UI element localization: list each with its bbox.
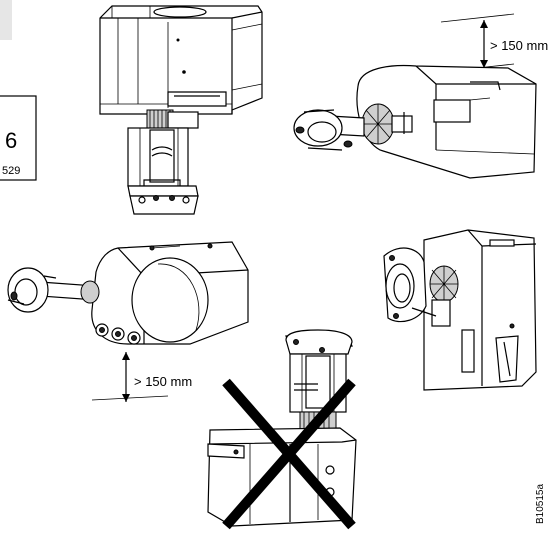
actuator-inverted-not-allowed: [207, 329, 357, 530]
page-code: 529: [2, 165, 20, 177]
actuator-vertical-upright: [99, 5, 263, 215]
page-number: 6: [5, 128, 17, 153]
page-tab: 6 529: [0, 0, 37, 181]
figure-id: B10515a: [535, 484, 546, 524]
clearance-top-label: > 150 mm: [490, 38, 548, 53]
actuator-horizontal-bottom-clearance: > 150 mm: [7, 241, 249, 402]
clearance-bottom-label: > 150 mm: [134, 374, 192, 389]
actuator-horizontal-top-clearance: > 150 mm: [293, 13, 548, 179]
not-allowed-cross-icon: [222, 378, 356, 530]
actuator-side-mounted: [383, 229, 537, 391]
